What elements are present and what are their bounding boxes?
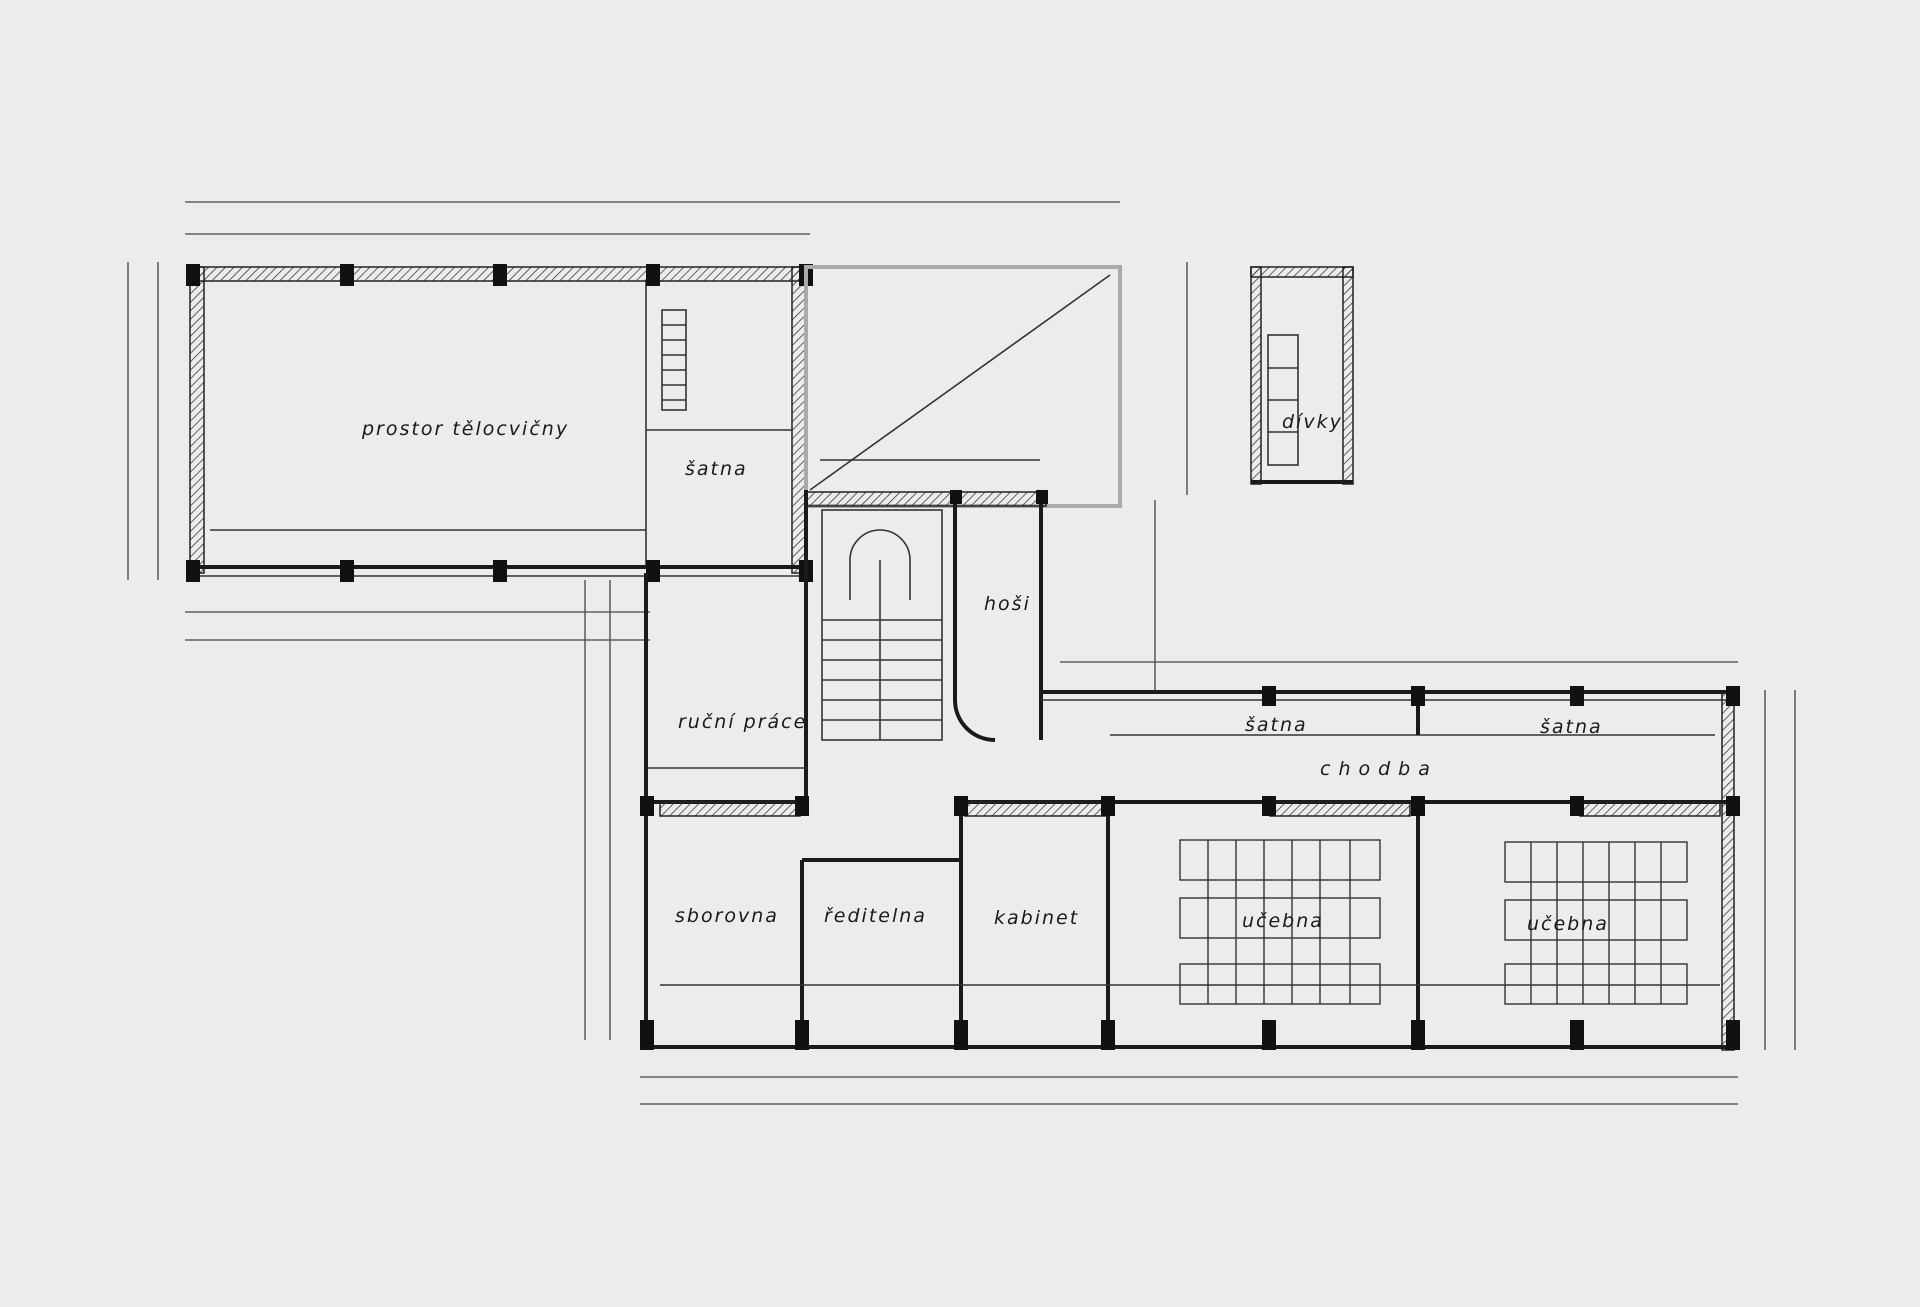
label-classroom-1: učebna — [1242, 910, 1324, 932]
label-gym: prostor tělocvičny — [361, 418, 569, 440]
classroom-wing — [640, 686, 1740, 1051]
room-labels: prostor tělocvičny šatna dívky hoši ručn… — [361, 411, 1609, 935]
label-corridor: chodba — [1320, 758, 1438, 780]
label-cabinet: kabinet — [994, 907, 1079, 929]
label-gym-cloakroom: šatna — [685, 458, 748, 480]
central-block — [644, 490, 1048, 1050]
girls-wc-block — [1250, 266, 1354, 485]
label-cloakroom-2: šatna — [1540, 716, 1603, 738]
label-girls-wc: dívky — [1282, 411, 1343, 433]
stair-gym — [661, 309, 687, 411]
label-headmaster: ředitelna — [824, 905, 927, 927]
upper-hall-block — [804, 265, 1122, 508]
dimension-lines — [127, 201, 1796, 1105]
gym-block — [186, 264, 813, 582]
label-staff-room: sborovna — [675, 905, 779, 927]
label-handicraft: ruční práce — [678, 711, 807, 733]
label-cloakroom-1: šatna — [1245, 714, 1308, 736]
label-boys-wc: hoši — [984, 593, 1031, 615]
classroom-desks — [1179, 839, 1688, 1005]
label-classroom-2: učebna — [1527, 913, 1609, 935]
